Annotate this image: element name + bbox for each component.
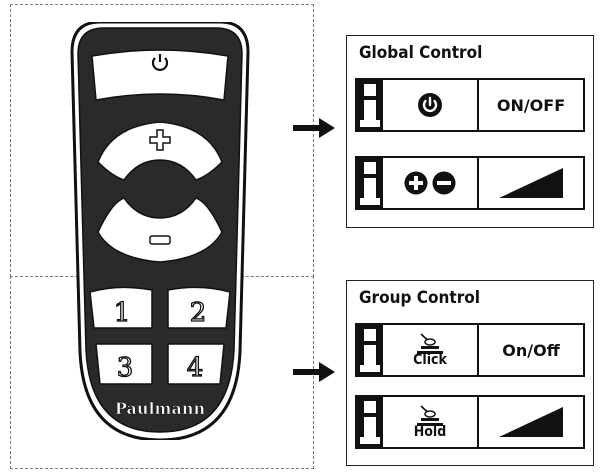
plus-button[interactable]	[97, 121, 223, 181]
info-icon	[357, 80, 383, 130]
group-control-title: Group Control	[359, 288, 480, 308]
power-icon	[383, 80, 477, 130]
button-2[interactable]: 2	[167, 286, 231, 329]
button-1-label: 1	[114, 298, 131, 328]
dimming-ramp-icon	[479, 158, 583, 208]
dimming-ramp-icon	[479, 397, 583, 447]
hold-gesture-label: Hold	[413, 424, 447, 440]
arrow-to-global-icon	[293, 118, 335, 138]
info-icon	[357, 397, 383, 447]
group-row-click: Click On/Off	[355, 323, 585, 377]
info-icon	[357, 158, 383, 208]
button-3[interactable]: 3	[95, 343, 153, 385]
global-control-panel: Global Control ON/OFF	[346, 35, 594, 228]
on-off-label: On/Off	[502, 340, 560, 360]
arrow-to-group-icon	[293, 362, 335, 382]
click-gesture-label: Click	[413, 352, 447, 368]
finger-press-icon	[417, 405, 443, 426]
info-icon	[357, 325, 383, 375]
finger-press-icon	[417, 333, 443, 354]
button-4[interactable]: 4	[167, 343, 225, 385]
minus-button[interactable]	[97, 197, 223, 263]
global-row-power: ON/OFF	[355, 78, 585, 132]
power-icon	[151, 54, 169, 71]
group-control-panel: Group Control Click On/Off	[346, 280, 594, 466]
plus-icon	[404, 171, 428, 195]
minus-icon	[432, 171, 456, 195]
remote-control: 1 2 3 4 Paulmann	[70, 22, 250, 440]
group-row-hold: Hold	[355, 395, 585, 449]
button-2-label: 2	[190, 298, 207, 328]
global-control-title: Global Control	[359, 43, 483, 63]
button-4-label: 4	[187, 353, 204, 383]
button-1[interactable]: 1	[89, 286, 153, 329]
power-button[interactable]	[91, 49, 229, 101]
minus-icon	[149, 235, 171, 245]
global-row-dimming	[355, 156, 585, 210]
brand-logo: Paulmann	[115, 399, 206, 418]
on-off-label: ON/OFF	[496, 95, 566, 115]
plus-icon	[149, 129, 171, 151]
button-3-label: 3	[117, 353, 134, 383]
